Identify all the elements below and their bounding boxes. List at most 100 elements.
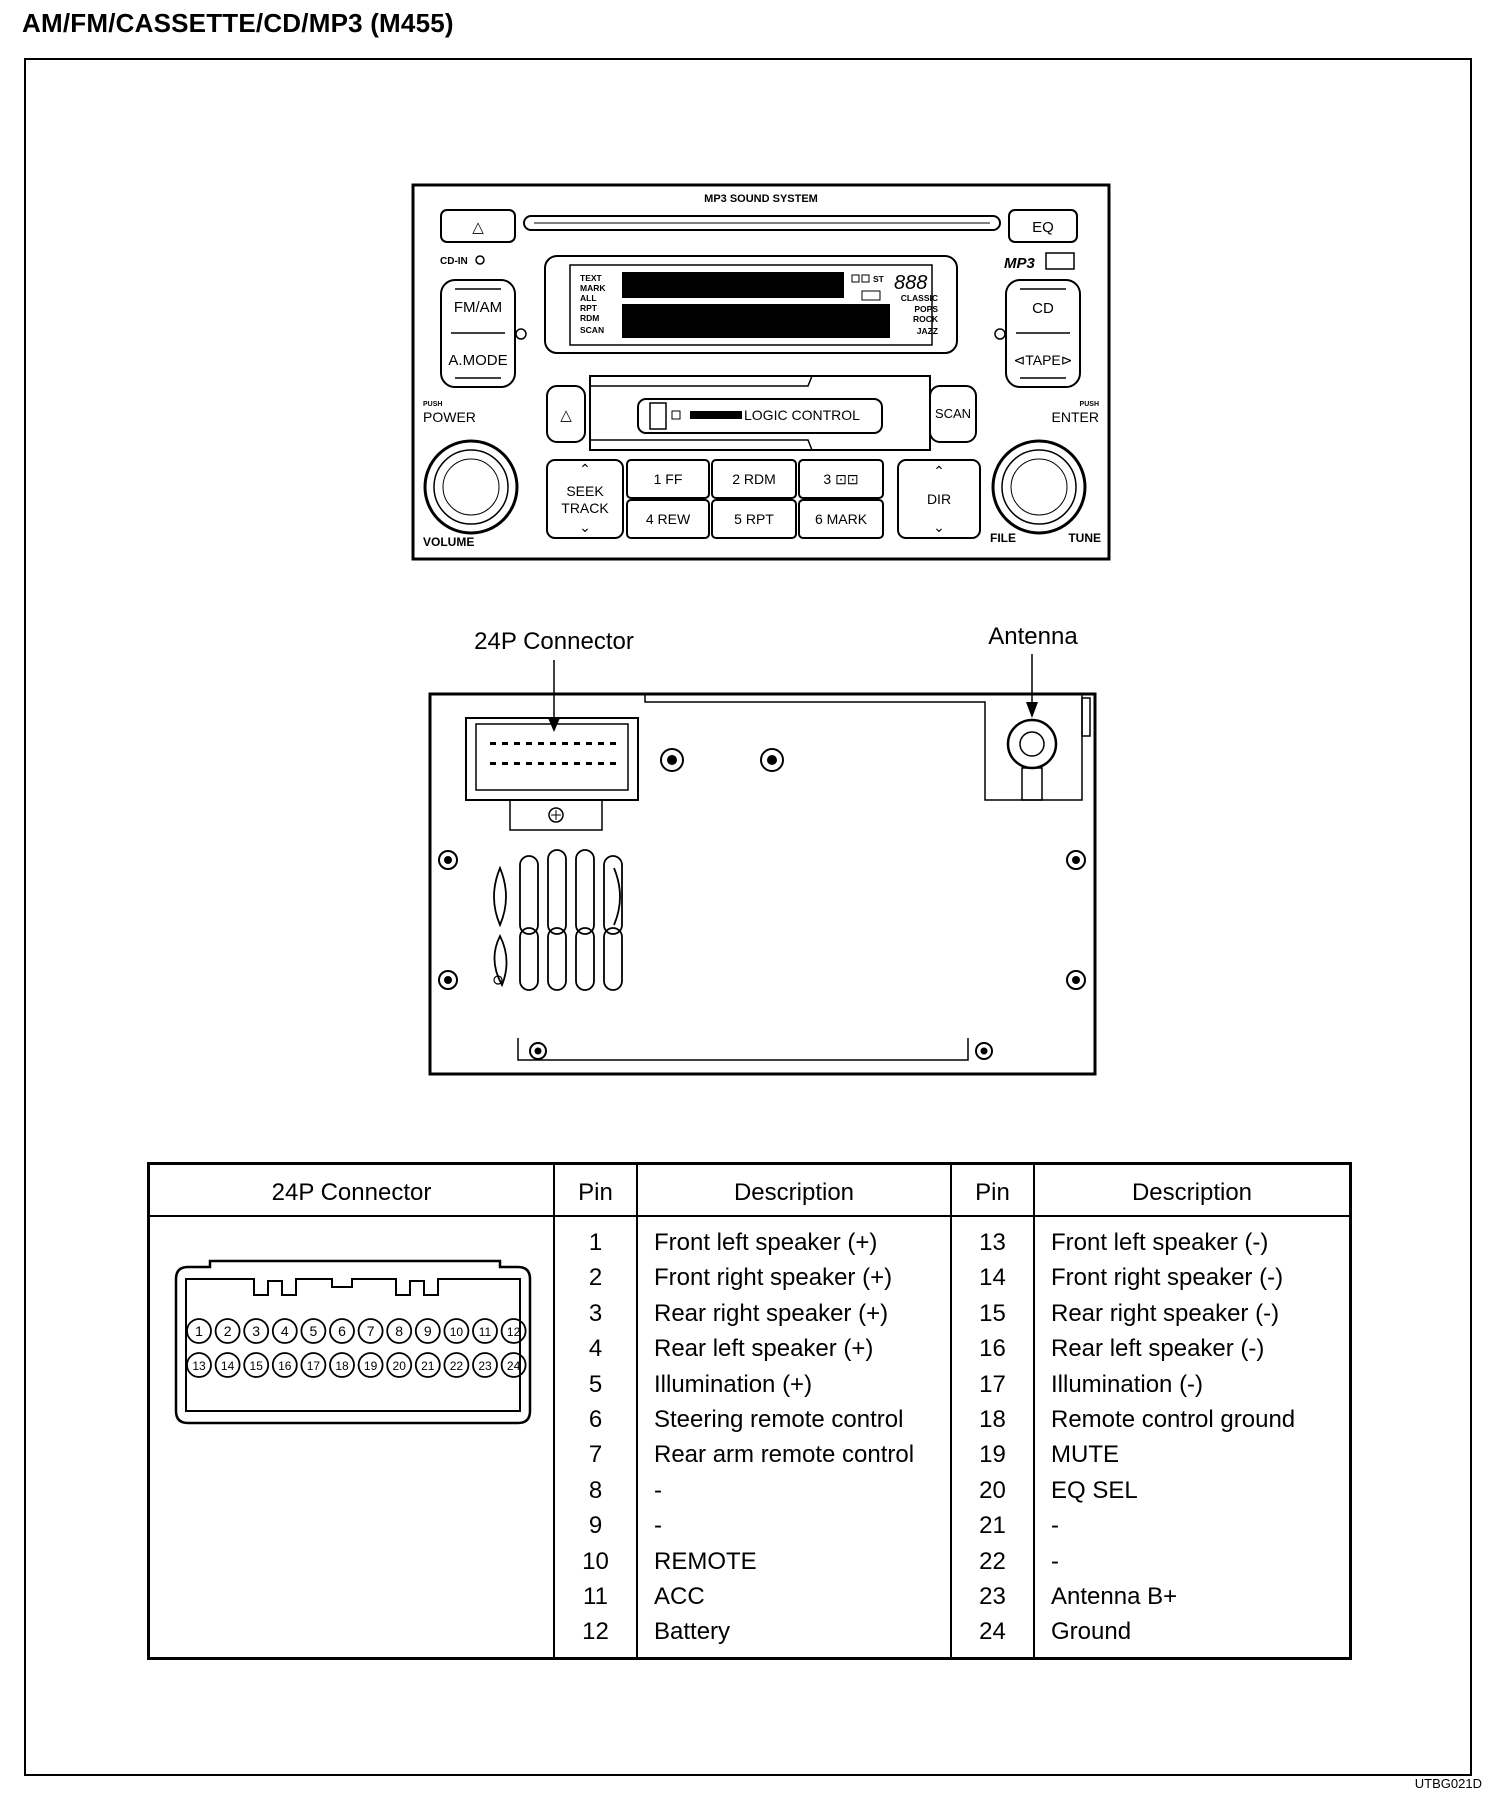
preset-3-button[interactable] (798, 459, 884, 499)
pin-description: EQ SEL (1051, 1476, 1138, 1504)
eq-button-label: EQ (1032, 219, 1054, 236)
seek-down-icon: ⌄ (579, 519, 591, 535)
connector-pin (186, 1352, 212, 1378)
a-mode-button[interactable]: A.MODE (448, 352, 507, 369)
cd-button-label: CD (1032, 300, 1054, 317)
connector-pin-number: 4 (281, 1323, 289, 1339)
svg-text:TEXT: TEXT (580, 273, 603, 283)
pin-description: - (654, 1512, 662, 1540)
pin-description: - (1051, 1547, 1059, 1575)
pin-number: 23 (979, 1583, 1006, 1611)
seek-track-button[interactable] (546, 459, 624, 539)
pin-description: REMOTE (654, 1547, 757, 1575)
connector-pin-number: 22 (450, 1359, 464, 1373)
display-stereo-label: ST (873, 274, 885, 284)
preset-1-button[interactable] (626, 459, 710, 499)
display-segment-upper (622, 272, 844, 298)
pin-description: Illumination (-) (1051, 1370, 1204, 1398)
tape-eject-button[interactable] (546, 385, 586, 443)
preset-6-label: 6 MARK (815, 511, 868, 527)
connector-pin-number: 20 (393, 1359, 407, 1373)
power-push-label: PUSH (423, 401, 442, 408)
eject-top-button[interactable] (440, 209, 516, 243)
svg-text:POPS: POPS (914, 304, 938, 314)
pin-description: Illumination (+) (654, 1370, 813, 1398)
display-bezel (544, 255, 958, 354)
svg-text:SCAN: SCAN (580, 325, 604, 335)
scan-button[interactable] (929, 385, 977, 443)
pin-description: Rear left speaker (+) (654, 1335, 874, 1363)
seek-label: SEEK (566, 483, 604, 499)
tune-label: TUNE (1068, 531, 1101, 545)
connector-pin-number: 5 (310, 1323, 318, 1339)
preset-4-button[interactable] (626, 499, 710, 539)
logic-control-badge (637, 398, 883, 434)
pin-description: Battery (654, 1618, 731, 1646)
rear-view: 24P Connector Antenna (428, 623, 1097, 1076)
svg-text:RDM: RDM (580, 313, 599, 323)
pin-number: 24 (979, 1618, 1006, 1646)
pin-number: 22 (979, 1547, 1006, 1575)
preset-2-label: 2 RDM (732, 471, 776, 487)
volume-knob[interactable] (423, 439, 519, 535)
connector-keying (185, 1278, 521, 1412)
fm-am-button[interactable]: FM/AM (454, 299, 502, 316)
connector-pin (300, 1318, 327, 1344)
pin-description: Remote control ground (1051, 1406, 1296, 1434)
pin-description: Steering remote control (654, 1406, 904, 1434)
pin-number: 20 (979, 1476, 1006, 1504)
connector-pin (472, 1318, 498, 1344)
eject-icon: △ (472, 219, 484, 236)
connector-pin (243, 1352, 270, 1378)
scan-button-label: SCAN (935, 406, 971, 421)
connector-pin (500, 1318, 527, 1344)
tune-knob[interactable] (991, 439, 1087, 535)
connector-pin-number: 16 (278, 1359, 292, 1373)
logic-control-label: LOGIC CONTROL (744, 407, 860, 423)
front-panel-outline (411, 183, 1111, 561)
connector-pin (214, 1352, 241, 1378)
connector-pin (329, 1352, 355, 1378)
connector-pin-number: 8 (395, 1323, 403, 1339)
pin-description: Antenna B+ (1051, 1583, 1178, 1611)
seek-up-icon: ⌃ (579, 461, 591, 477)
pin-description: Rear left speaker (-) (1051, 1335, 1265, 1363)
pin-number: 6 (588, 1406, 603, 1434)
preset-1-label: 1 FF (654, 471, 683, 487)
preset-5-label: 5 RPT (734, 511, 774, 527)
connector-pin (443, 1318, 470, 1344)
cd-button[interactable]: CD (1032, 300, 1054, 317)
connector-pin (414, 1318, 441, 1344)
connector-pin-number: 10 (450, 1325, 464, 1339)
connector-pin-number: 3 (252, 1323, 260, 1339)
tape-button[interactable]: ⊲TAPE⊳ (1014, 352, 1073, 368)
antenna-jack (1006, 718, 1058, 770)
pin-description: ACC (654, 1583, 705, 1611)
enter-push-label: PUSH (1080, 401, 1099, 408)
rear-screws (438, 748, 1086, 1060)
eq-button[interactable] (1008, 209, 1078, 243)
pin-description: Rear arm remote control (654, 1441, 915, 1469)
dir-button[interactable] (897, 459, 981, 539)
connector-pin (386, 1352, 413, 1378)
connector-pin-number: 14 (221, 1359, 235, 1373)
pin-description: Front left speaker (-) (1051, 1229, 1269, 1256)
connector-pin (414, 1352, 441, 1378)
preset-5-button[interactable] (711, 499, 797, 539)
front-panel: MP3 SOUND SYSTEM △ EQ CD-IN MP3 FM/AM A.… (411, 183, 1111, 561)
pin-number: 14 (979, 1264, 1006, 1292)
track-label: TRACK (561, 500, 609, 516)
preset-2-button[interactable] (711, 459, 797, 499)
connector-pin-number: 11 (479, 1325, 492, 1339)
header-pin-a: Pin (578, 1179, 613, 1206)
preset-6-button[interactable] (798, 499, 884, 539)
connector-pin (329, 1318, 355, 1344)
enter-label: ENTER (1052, 409, 1099, 425)
connector-pin-number: 6 (338, 1323, 346, 1339)
connector-pin (500, 1352, 527, 1378)
connector-pin-number: 18 (335, 1359, 349, 1373)
